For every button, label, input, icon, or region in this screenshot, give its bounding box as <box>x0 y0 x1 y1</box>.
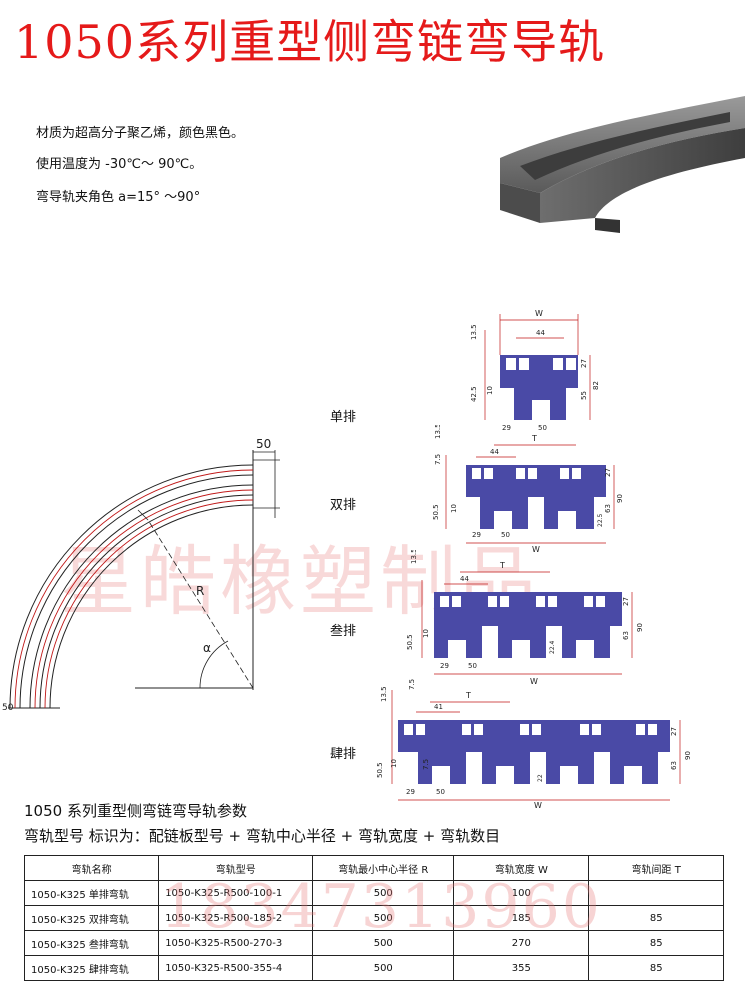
product-photo <box>500 96 745 233</box>
spec-temperature: 使用温度为 -30℃～ 90℃。 <box>36 157 203 172</box>
svg-text:22.5: 22.5 <box>597 513 604 527</box>
dim-width-label: 50 <box>256 437 271 451</box>
svg-text:10: 10 <box>450 504 458 513</box>
svg-text:50: 50 <box>436 788 445 796</box>
spec-material: 材质为超高分子聚乙烯，颜色黑色。 <box>36 126 245 141</box>
params-title: 1050 系列重型侧弯链弯导轨参数 <box>24 802 247 820</box>
table-cell: 270 <box>453 930 590 956</box>
table-header-row: 弯轨名称 弯轨型号 弯轨最小中心半径 R 弯轨宽度 W 弯轨间距 T <box>23 855 724 881</box>
table-cell: 1050-K325 双排弯轨 <box>23 905 160 931</box>
page-title: 1050系列重型侧弯链弯导轨 <box>14 15 606 69</box>
svg-text:63: 63 <box>670 761 678 770</box>
svg-text:W: W <box>530 677 538 686</box>
profile-label-quad: 肆排 <box>330 747 357 762</box>
svg-text:29: 29 <box>502 424 511 432</box>
svg-text:13.5: 13.5 <box>434 425 442 439</box>
spec-angle: 弯导轨夹角色 a=15° ～90° <box>36 190 201 205</box>
table-cell: 500 <box>312 955 455 981</box>
table-row: 1050-K325 单排弯轨 1050-K325-R500-100-1 500 … <box>23 880 724 906</box>
svg-text:50: 50 <box>468 662 477 670</box>
profile-double: T 44 13.5 7.5 50.5 10 29 50 27 63 90 22.… <box>432 425 624 554</box>
svg-text:13.5: 13.5 <box>470 324 478 340</box>
svg-text:50.5: 50.5 <box>406 634 414 650</box>
svg-text:W: W <box>534 801 542 810</box>
svg-text:90: 90 <box>684 751 692 760</box>
table-cell: 1050-K325-R500-185-2 <box>158 905 314 931</box>
params-table: 弯轨名称 弯轨型号 弯轨最小中心半径 R 弯轨宽度 W 弯轨间距 T 1050-… <box>23 855 724 981</box>
svg-text:22: 22 <box>537 774 544 782</box>
curve-drawing: 50 R α 50 <box>2 437 280 713</box>
svg-text:41: 41 <box>434 703 443 711</box>
radius-label: R <box>196 584 204 598</box>
table-cell: 1050-K325 肆排弯轨 <box>23 955 160 981</box>
profile-label-single: 单排 <box>330 410 357 425</box>
svg-text:W: W <box>532 545 540 554</box>
svg-text:63: 63 <box>604 504 612 513</box>
svg-text:50: 50 <box>501 531 510 539</box>
profile-quad: T 41 13.5 7.5 50.5 10 29 50 27 63 90 22 … <box>376 686 692 810</box>
table-row: 1050-K325 叁排弯轨 1050-K325-R500-270-3 500 … <box>23 930 724 956</box>
profile-single: W 44 13.5 42.5 10 29 50 27 55 82 <box>470 309 600 432</box>
svg-text:29: 29 <box>440 662 449 670</box>
svg-text:44: 44 <box>536 329 545 337</box>
table-header: 弯轨宽度 W <box>453 855 590 881</box>
svg-text:7.5: 7.5 <box>434 454 442 465</box>
profile-label-double: 双排 <box>330 498 357 513</box>
table-cell: 500 <box>312 880 455 906</box>
svg-text:27: 27 <box>622 597 630 606</box>
table-cell: 85 <box>588 905 724 931</box>
params-note: 弯轨型号 标识为：配链板型号 + 弯轨中心半径 + 弯轨宽度 + 弯轨数目 <box>24 827 501 845</box>
svg-text:T: T <box>531 434 537 443</box>
svg-text:55: 55 <box>580 391 588 400</box>
watermark-phone: 18347313960 <box>160 872 602 942</box>
profile-label-triple: 叁排 <box>330 624 357 639</box>
profile-triple: T 44 13.5 7.5 50.5 10 29 50 27 63 90 22.… <box>406 550 644 690</box>
table-cell: 1050-K325-R500-100-1 <box>158 880 314 906</box>
table-cell: 100 <box>453 880 590 906</box>
table-cell: 85 <box>588 955 724 981</box>
svg-text:44: 44 <box>460 575 469 583</box>
svg-text:27: 27 <box>670 727 678 736</box>
svg-text:W: W <box>535 309 543 318</box>
svg-text:29: 29 <box>406 788 415 796</box>
svg-text:22.4: 22.4 <box>549 640 556 654</box>
svg-text:44: 44 <box>490 448 499 456</box>
dim-side-label: 50 <box>2 703 14 713</box>
svg-text:82: 82 <box>592 381 600 390</box>
table-cell <box>588 880 724 906</box>
svg-text:50.5: 50.5 <box>376 762 384 778</box>
table-header: 弯轨间距 T <box>588 855 724 881</box>
svg-text:T: T <box>465 691 471 700</box>
svg-text:10: 10 <box>486 386 494 395</box>
svg-text:27: 27 <box>580 359 588 368</box>
angle-label: α <box>203 641 211 655</box>
svg-text:T: T <box>499 561 505 570</box>
svg-text:29: 29 <box>472 531 481 539</box>
svg-text:10: 10 <box>390 759 398 768</box>
svg-text:27: 27 <box>604 468 612 477</box>
svg-text:13.5: 13.5 <box>410 550 418 564</box>
table-cell: 1050-K325 叁排弯轨 <box>23 930 160 956</box>
svg-text:7.5: 7.5 <box>408 679 416 690</box>
table-header: 弯轨最小中心半径 R <box>312 855 455 881</box>
svg-text:63: 63 <box>622 631 630 640</box>
table-cell: 1050-K325 单排弯轨 <box>23 880 160 906</box>
svg-text:7.5: 7.5 <box>422 759 430 770</box>
table-row: 1050-K325 肆排弯轨 1050-K325-R500-355-4 500 … <box>23 955 724 981</box>
table-cell: 85 <box>588 930 724 956</box>
svg-text:42.5: 42.5 <box>470 386 478 402</box>
table-cell: 355 <box>453 955 590 981</box>
table-cell: 500 <box>312 905 455 931</box>
table-cell: 1050-K325-R500-355-4 <box>158 955 314 981</box>
svg-text:50.5: 50.5 <box>432 504 440 520</box>
svg-text:10: 10 <box>422 629 430 638</box>
svg-text:90: 90 <box>636 623 644 632</box>
svg-text:50: 50 <box>538 424 547 432</box>
svg-text:13.5: 13.5 <box>380 686 388 702</box>
table-header: 弯轨名称 <box>23 855 160 881</box>
svg-text:90: 90 <box>616 494 624 503</box>
